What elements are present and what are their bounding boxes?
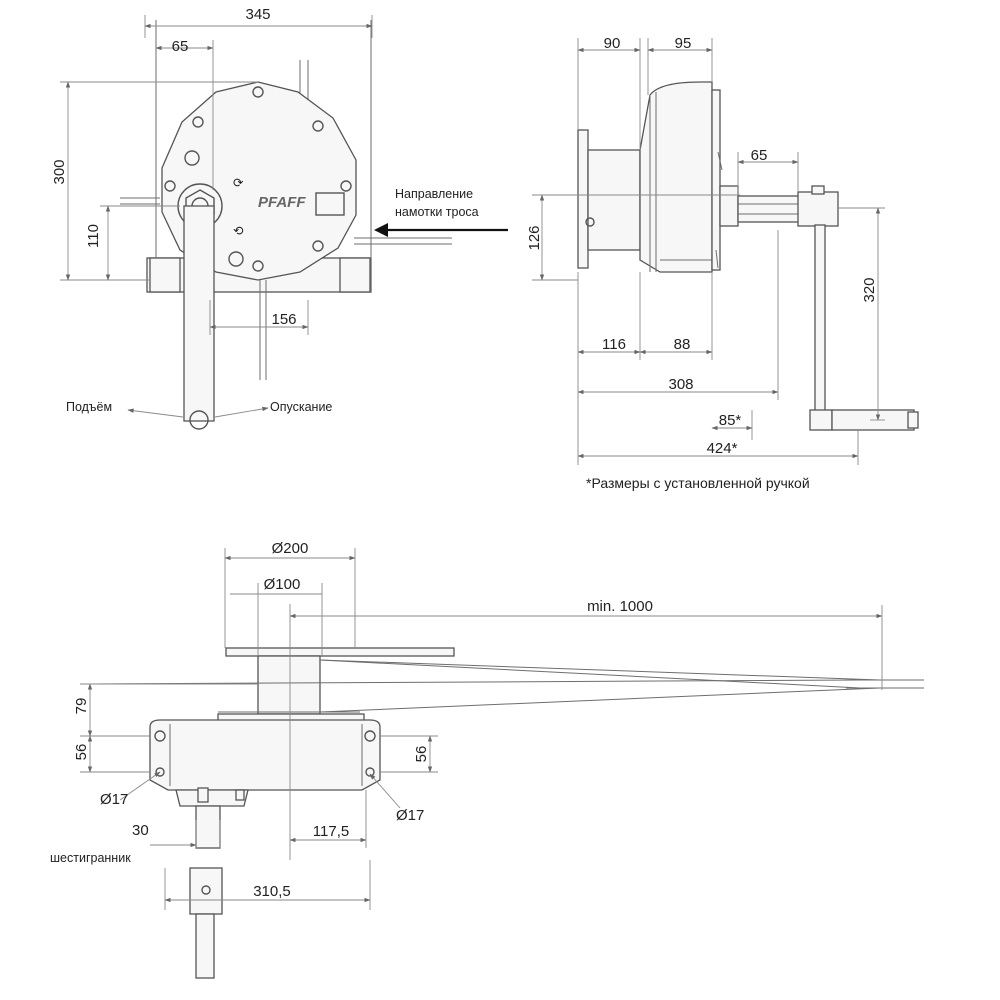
dim-90: 90	[604, 35, 621, 52]
housing-bolts	[164, 86, 352, 272]
mount-hole-right	[364, 730, 376, 742]
lift-label: Подъём	[66, 400, 112, 414]
rotation-symbol-up: ⟳	[233, 176, 244, 190]
dim-88: 88	[674, 336, 691, 353]
top-dimensions	[80, 548, 883, 910]
side-drum	[587, 149, 641, 251]
lower-label: Опускание	[270, 400, 332, 414]
winding-direction-label-2: намотки троса	[395, 205, 479, 219]
dim-65-front: 65	[172, 38, 189, 55]
dim-d200: Ø200	[272, 540, 309, 557]
side-view	[577, 81, 919, 431]
brand-logo: PFAFF	[258, 194, 306, 211]
crank-lever	[183, 205, 215, 422]
dim-85: 85*	[719, 412, 742, 429]
side-shaft	[737, 195, 801, 223]
dim-65-side: 65	[751, 147, 768, 164]
dim-117-5: 117,5	[313, 823, 349, 840]
dim-d17-left: Ø17	[100, 791, 128, 808]
dim-320: 320	[861, 277, 878, 302]
dim-95: 95	[675, 35, 692, 52]
handle-note: *Размеры с установленной ручкой	[586, 475, 810, 491]
lever-pin	[189, 410, 209, 430]
top-handle-hub	[189, 867, 223, 915]
handle-arm	[814, 224, 826, 416]
front-base-foot-left	[149, 257, 181, 293]
dim-126: 126	[526, 225, 543, 250]
winding-direction-label-1: Направление	[395, 187, 473, 201]
side-gear-housing	[639, 81, 713, 273]
side-shaft-collar	[719, 185, 739, 227]
handle-hub	[797, 191, 839, 227]
mount-hole-left	[154, 730, 166, 742]
dim-79: 79	[73, 698, 90, 715]
dim-min-1000: min. 1000	[587, 598, 653, 615]
dim-110: 110	[85, 224, 102, 248]
dim-308: 308	[668, 376, 693, 393]
dim-345: 345	[245, 6, 270, 23]
dim-30: 30	[132, 822, 149, 839]
top-handle-grip	[195, 913, 215, 979]
top-flange	[225, 647, 455, 657]
top-view	[89, 647, 924, 979]
dim-56-right: 56	[413, 746, 430, 763]
dim-56-left: 56	[73, 744, 90, 761]
top-shaft	[195, 805, 221, 849]
top-drum	[257, 655, 321, 715]
front-view: ⟳ ⟲ PFAFF	[120, 20, 508, 430]
dim-424: 424*	[707, 440, 738, 457]
dim-300: 300	[51, 159, 68, 184]
dim-116: 116	[602, 336, 626, 353]
side-mounting-flange	[577, 129, 589, 269]
dim-310-5: 310,5	[253, 883, 291, 900]
dim-d17-right: Ø17	[396, 807, 424, 824]
side-dimensions	[532, 38, 885, 465]
rotation-symbol-down: ⟲	[233, 224, 244, 238]
front-base-foot-right	[339, 257, 371, 293]
logo-mark	[315, 192, 345, 216]
dim-d100: Ø100	[264, 576, 301, 593]
hexagon-label: шестигранник	[50, 851, 131, 865]
front-dimensions	[60, 15, 373, 335]
dim-156: 156	[271, 311, 296, 328]
top-housing	[149, 719, 381, 791]
